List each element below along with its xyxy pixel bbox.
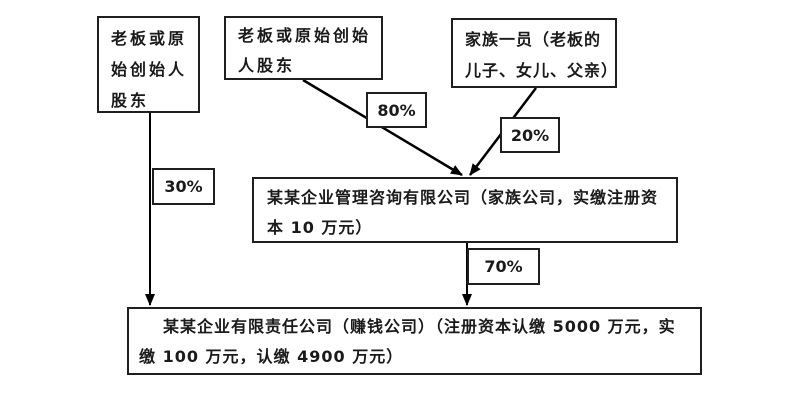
node-text-line: 家族一员（老板的 xyxy=(465,30,602,49)
edge-label-text: 80% xyxy=(377,100,416,120)
node-text-line: 始创始人 xyxy=(111,60,188,79)
edge-label-text: 20% xyxy=(510,125,550,145)
node-owner-mid-shareholder: 老板或原始创始 人股东 xyxy=(224,16,383,80)
node-text-line: 老板或原始创始 xyxy=(238,26,372,45)
node-text-line: 某某企业有限责任公司（赚钱公司）（注册资本认缴 5000 万元，实 xyxy=(163,317,676,336)
node-text-line: 某某企业管理咨询有限公司（家族公司，实缴注册资 xyxy=(267,188,659,207)
edge-label-text: 30% xyxy=(164,177,203,196)
edge-label-20-percent: 20% xyxy=(500,117,560,153)
node-text-line: 缴 100 万元，认缴 4900 万元） xyxy=(139,347,404,366)
edge-label-text: 70% xyxy=(484,257,523,276)
node-text-line: 本 10 万元） xyxy=(267,218,373,237)
node-text-line: 老板或原 xyxy=(111,29,188,48)
edge-label-30-percent: 30% xyxy=(152,168,215,205)
node-text-line: 儿子、女儿、父亲） xyxy=(465,61,619,80)
edge-label-80-percent: 80% xyxy=(366,92,427,128)
node-family-member: 家族一员（老板的 儿子、女儿、父亲） xyxy=(451,18,617,88)
node-text-line: 股东 xyxy=(111,91,150,110)
node-family-company: 某某企业管理咨询有限公司（家族公司，实缴注册资 本 10 万元） xyxy=(252,177,678,243)
edge-label-70-percent: 70% xyxy=(467,248,540,285)
node-text-line: 人股东 xyxy=(238,56,296,75)
node-owner-left-shareholder: 老板或原 始创始人 股东 xyxy=(97,16,200,113)
node-operating-company: 某某企业有限责任公司（赚钱公司）（注册资本认缴 5000 万元，实 缴 100 … xyxy=(127,307,702,375)
